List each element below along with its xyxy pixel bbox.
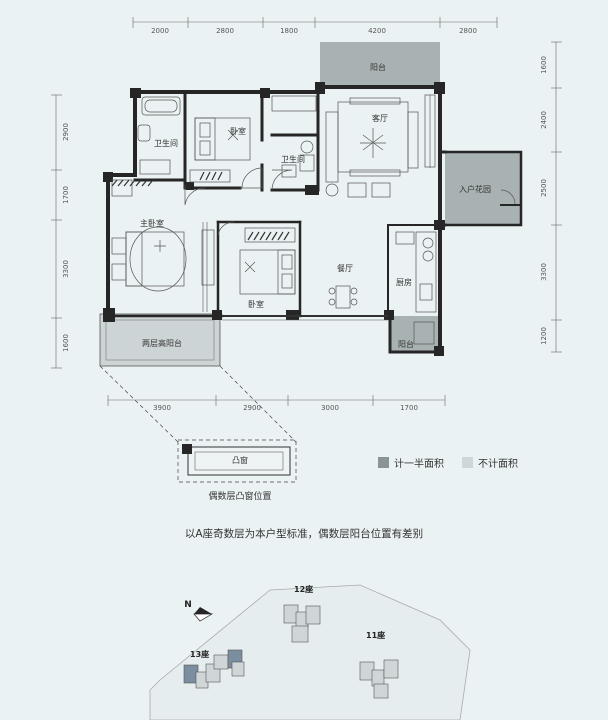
legend-no-area-swatch xyxy=(462,456,473,468)
room-bath-1: 卫生间 xyxy=(154,138,178,148)
room-living: 客厅 xyxy=(372,113,388,123)
dim-left-3: 3300 xyxy=(62,260,70,278)
legend-half-area-swatch xyxy=(378,456,389,468)
column-blocks xyxy=(103,82,445,356)
dim-left-2: 1700 xyxy=(62,186,70,204)
dim-left-4: 1600 xyxy=(62,334,70,352)
dim-bottom-2: 2900 xyxy=(243,404,261,412)
double-balcony-fill xyxy=(99,313,221,367)
dim-top-4: 4200 xyxy=(368,27,386,35)
dim-bottom-3: 3000 xyxy=(321,404,339,412)
balcony-top-fill xyxy=(320,42,440,87)
bay-window-detail xyxy=(99,365,297,483)
room-bedroom-2: 卧室 xyxy=(248,299,264,309)
legend-no-area: 不计面积 xyxy=(462,454,518,470)
building-12-label: 12座 xyxy=(294,584,313,594)
floor-note: 以A座奇数层为本户型标准，偶数层阳台位置有差别 xyxy=(184,528,424,540)
dim-right-2: 2400 xyxy=(540,111,548,129)
entry-garden-walls xyxy=(445,150,523,227)
building-13 xyxy=(183,649,245,689)
dim-right-3: 2500 xyxy=(540,179,548,197)
entry-garden-fill xyxy=(445,152,521,225)
dim-bottom-1: 3900 xyxy=(153,404,171,412)
building-13-label: 13座 xyxy=(190,649,209,659)
walls xyxy=(106,85,447,354)
dim-right-4: 3300 xyxy=(540,263,548,281)
legend-half-area-label: 计一半面积 xyxy=(394,458,444,470)
building-11 xyxy=(359,659,399,699)
double-balcony-inner xyxy=(105,319,215,361)
dim-left-1: 2900 xyxy=(62,123,70,141)
building-11-label: 11座 xyxy=(366,630,385,640)
building-12 xyxy=(283,604,321,643)
room-bay-window: 凸窗 xyxy=(232,455,248,465)
bay-window-column xyxy=(182,444,192,454)
room-balcony-top: 阳台 xyxy=(370,62,386,72)
dim-top-5: 2800 xyxy=(459,27,477,35)
room-double-balcony: 两层高阳台 xyxy=(142,338,182,348)
site-plan: N 12座 13座 11座 xyxy=(149,584,471,720)
legend-half-area: 计一半面积 xyxy=(378,454,444,470)
dimension-labels: 2000 2800 1800 4200 2800 3900 2900 3000 … xyxy=(62,27,548,412)
furniture xyxy=(111,94,437,345)
dim-top-2: 2800 xyxy=(216,27,234,35)
legend-no-area-label: 不计面积 xyxy=(478,458,518,470)
window-lines xyxy=(202,95,431,321)
dim-top-3: 1800 xyxy=(280,27,298,35)
dim-right-5: 1200 xyxy=(540,327,548,345)
room-balcony-small: 阳台 xyxy=(398,339,414,349)
room-dining: 餐厅 xyxy=(337,264,353,273)
dimension-lines xyxy=(51,17,562,406)
room-labels: 阳台 客厅 卫生间 卧室 卫生间 入户花园 主卧室 卧室 餐厅 厨房 阳台 两层… xyxy=(140,62,491,349)
room-master-bedroom: 主卧室 xyxy=(140,218,164,228)
north-label: N xyxy=(184,600,192,610)
dim-bottom-4: 1700 xyxy=(400,404,418,412)
hatched-shelves xyxy=(111,171,290,241)
bay-window-caption: 偶数层凸窗位置 xyxy=(208,490,271,502)
dim-top-1: 2000 xyxy=(151,27,169,35)
dim-right-1: 1600 xyxy=(540,56,548,74)
door-arcs xyxy=(184,167,516,236)
room-bedroom-1: 卧室 xyxy=(230,126,246,136)
room-kitchen: 厨房 xyxy=(396,277,412,287)
room-bath-2: 卫生间 xyxy=(281,154,305,164)
room-entry-garden: 入户花园 xyxy=(459,184,491,194)
north-arrow: N xyxy=(184,600,214,622)
